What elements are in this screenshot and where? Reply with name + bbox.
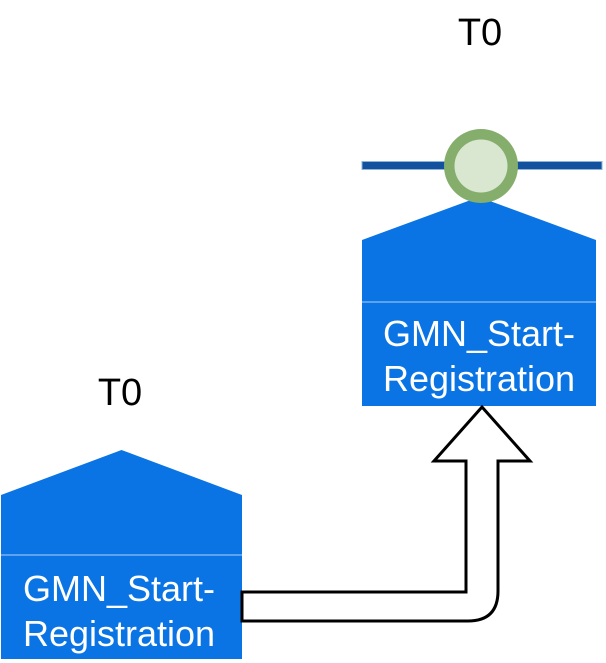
elbow-arrow-icon (240, 404, 534, 623)
timeline (361, 129, 603, 203)
source-event-label-line1: GMN_Start- (23, 568, 215, 609)
target-event-node: T0 GMN_Start- Registration (362, 12, 596, 406)
target-time-label: T0 (458, 12, 502, 54)
target-event-shape (362, 197, 596, 406)
source-event-node: T0 GMN_Start- Registration (1, 372, 242, 659)
source-event-label-line2: Registration (23, 613, 215, 654)
target-event-label-line1: GMN_Start- (383, 313, 575, 354)
target-event-label-line2: Registration (383, 358, 575, 399)
source-time-label: T0 (98, 372, 142, 414)
milestone-circle-inner (454, 139, 508, 193)
source-event-shape (1, 450, 242, 659)
